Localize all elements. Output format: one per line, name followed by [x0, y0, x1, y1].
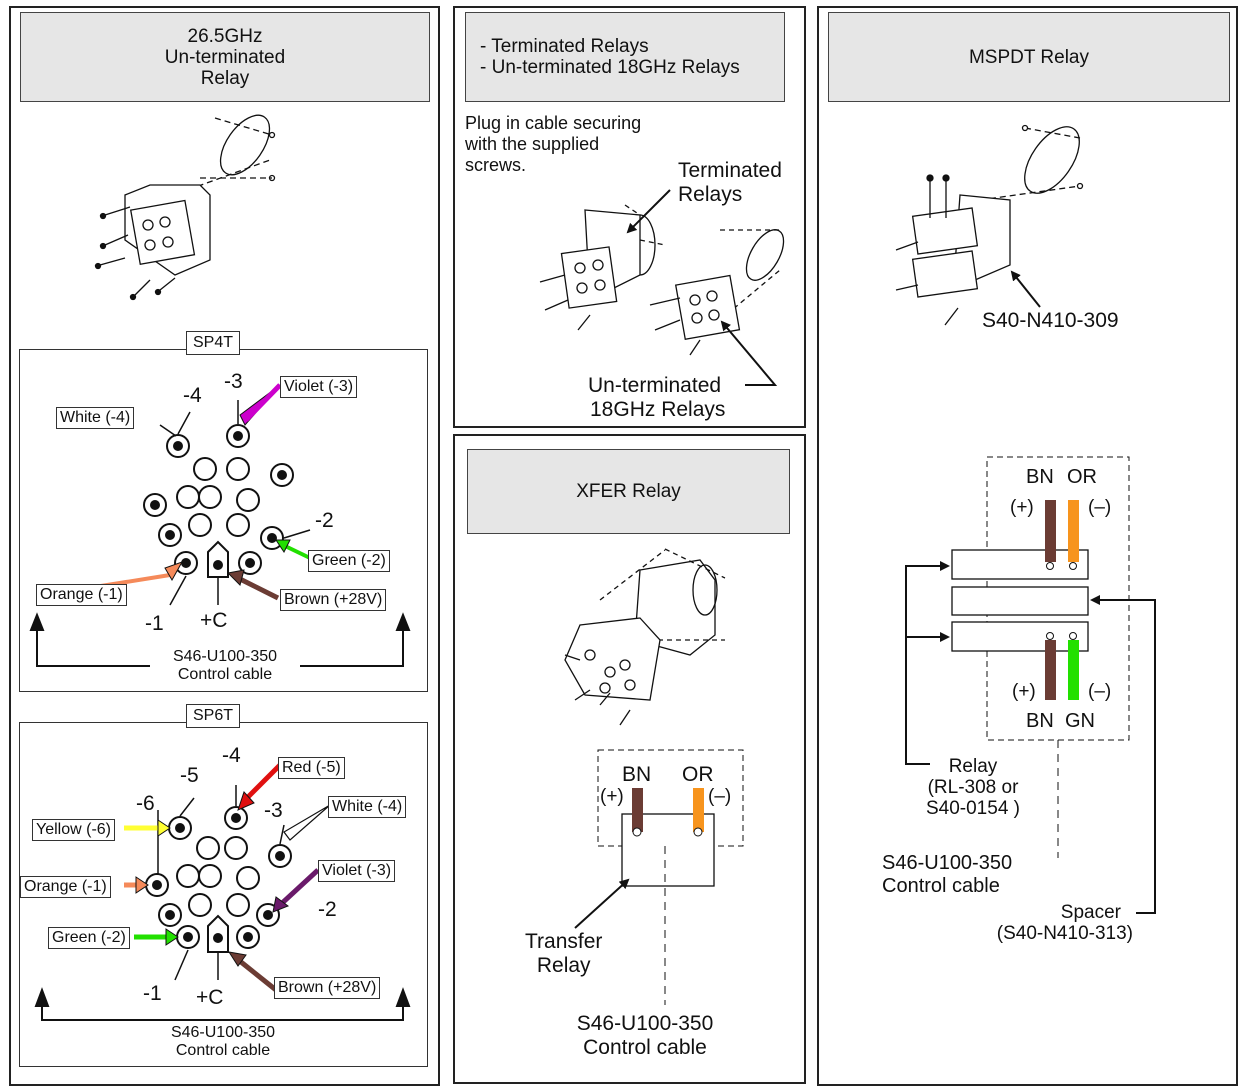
- xfer-cable-label: S46-U100-350 Control cable: [565, 1012, 725, 1060]
- sp4t-pin-label: -2: [315, 509, 334, 532]
- sp4t-pin-label: -3: [224, 370, 243, 393]
- unterminated-18ghz-relay-drawing: [649, 229, 785, 356]
- sp4t-callout-white: White (-4): [56, 407, 135, 429]
- title-line: Relay: [200, 67, 250, 89]
- sp4t-callout-violet: Violet (-3): [280, 376, 358, 398]
- label-line: Relay: [536, 954, 591, 977]
- sp6t-callout-orange: Orange (-1): [20, 876, 111, 898]
- cable-line: S46-U100-350: [576, 1012, 714, 1035]
- sp6t-callout-violet: Violet (-3): [318, 860, 396, 882]
- sp6t-pin-label: -6: [136, 792, 155, 815]
- cable-line: S46-U100-350: [172, 648, 278, 665]
- label-line: (RL-308 or: [927, 777, 1019, 798]
- cable-line: Control cable: [177, 666, 273, 683]
- sp4t-callout-brown: Brown (+28V): [280, 589, 387, 611]
- right-panel: [817, 6, 1238, 1086]
- mspdt-top-bn: BN: [1026, 466, 1054, 488]
- sp6t-callout-yellow: Yellow (-6): [32, 819, 115, 841]
- sp6t-pin-label: -5: [180, 764, 199, 787]
- sp6t-callout-brown: Brown (+28V): [274, 977, 381, 999]
- label-line: Relays: [678, 183, 743, 206]
- sp4t-pin-label: -1: [145, 612, 164, 635]
- sp6t-pin-label: +C: [196, 986, 224, 1009]
- mspdt-top-plus: (+): [1010, 497, 1034, 518]
- transfer-relay-label: Transfer Relay: [525, 930, 602, 978]
- xfer-title: XFER Relay: [467, 449, 790, 534]
- mspdt-wiring: [905, 456, 1156, 914]
- label-line: Terminated: [678, 159, 782, 182]
- mspdt-relay-drawing: [895, 124, 1084, 326]
- sp6t-tag: SP6T: [186, 704, 241, 728]
- xfer-bn-label: BN: [622, 763, 652, 786]
- mspdt-top-minus: (–): [1088, 497, 1112, 518]
- cable-line: Control cable: [175, 1042, 271, 1059]
- title-line: MSPDT Relay: [968, 46, 1089, 68]
- mspdt-relay-label: Relay (RL-308 or S40-0154 ): [918, 756, 1028, 819]
- mspdt-cable-label: S46-U100-350 Control cable: [882, 852, 1012, 898]
- terminated-relays-label: Terminated Relays: [678, 159, 782, 207]
- sp6t-callout-arrows: [124, 760, 331, 992]
- left-panel-title: 26.5GHz Un-terminated Relay: [20, 12, 430, 102]
- title-line: XFER Relay: [576, 481, 681, 502]
- mspdt-bottom-gn: GN: [1065, 710, 1095, 732]
- xfer-or-label: OR: [682, 763, 714, 786]
- label-line: S40-0154 ): [925, 798, 1020, 819]
- title-line: Un-terminated: [164, 46, 286, 68]
- title-line: 26.5GHz: [187, 25, 263, 47]
- cable-line: S46-U100-350: [882, 852, 1013, 874]
- sp4t-pin-label: -4: [183, 384, 202, 407]
- label-line: (S40-N410-313): [996, 923, 1133, 944]
- middle-top-arrows: [626, 189, 778, 386]
- spacer-label: Spacer (S40-N410-313): [973, 902, 1133, 944]
- middle-top-title: - Terminated Relays - Un-terminated 18GH…: [465, 12, 785, 102]
- mspdt-part-label: S40-N410-309: [982, 309, 1119, 332]
- title-line: - Un-terminated 18GHz Relays: [480, 57, 740, 78]
- sp6t-pin-label: -3: [264, 799, 283, 822]
- left-panel: [9, 6, 440, 1086]
- sp4t-cable-label: S46-U100-350 Control cable: [150, 648, 300, 684]
- unterminated-relays-label: Un-terminated 18GHz Relays: [588, 374, 725, 422]
- mspdt-part-arrow: [1010, 270, 1041, 308]
- sp6t-callout-red: Red (-5): [278, 757, 345, 779]
- sp4t-pin-label: +C: [200, 609, 228, 632]
- sp6t-callout-green: Green (-2): [48, 927, 130, 949]
- label-line: Un-terminated: [588, 374, 722, 397]
- instruction-line: screws.: [465, 155, 527, 175]
- sp6t-pin-label: -1: [143, 982, 162, 1005]
- title-line: - Terminated Relays: [480, 36, 649, 57]
- mspdt-bottom-minus: (–): [1088, 681, 1112, 702]
- xfer-minus-label: (–): [708, 786, 732, 807]
- label-line: Relay: [948, 756, 998, 777]
- xfer-wiring: [574, 749, 744, 1005]
- label-line: Spacer: [1060, 902, 1121, 923]
- label-line: Transfer: [525, 930, 603, 953]
- mspdt-top-or: OR: [1067, 466, 1097, 488]
- cable-line: Control cable: [882, 875, 1000, 897]
- mspdt-bottom-bn: BN: [1026, 710, 1054, 732]
- sp4t-tag: SP4T: [186, 331, 241, 355]
- sp6t-callout-white: White (-4): [328, 796, 407, 818]
- sp4t-pinface: [143, 400, 311, 606]
- sp4t-callout-orange: Orange (-1): [36, 584, 127, 606]
- cable-line: S46-U100-350: [170, 1024, 276, 1041]
- xfer-plus-label: (+): [600, 786, 624, 807]
- sp6t-pin-label: -2: [318, 898, 337, 921]
- mspdt-bottom-plus: (+): [1012, 681, 1036, 702]
- sp6t-pin-label: -4: [222, 744, 241, 767]
- sp6t-cable-label: S46-U100-350 Control cable: [148, 1024, 298, 1060]
- mspdt-title: MSPDT Relay: [828, 12, 1230, 102]
- label-line: 18GHz Relays: [590, 398, 726, 421]
- sp4t-callout-green: Green (-2): [308, 550, 390, 572]
- cable-line: Control cable: [583, 1036, 707, 1059]
- terminated-relay-drawing: [539, 204, 666, 331]
- unterminated-relay-drawing: [94, 114, 276, 301]
- instruction-line: with the supplied: [465, 134, 600, 154]
- instruction-line: Plug in cable securing: [465, 113, 642, 133]
- instruction-text: Plug in cable securing with the supplied…: [465, 113, 641, 176]
- xfer-relay-drawing: [564, 548, 726, 726]
- sp6t-cable-bracket: [34, 987, 411, 1021]
